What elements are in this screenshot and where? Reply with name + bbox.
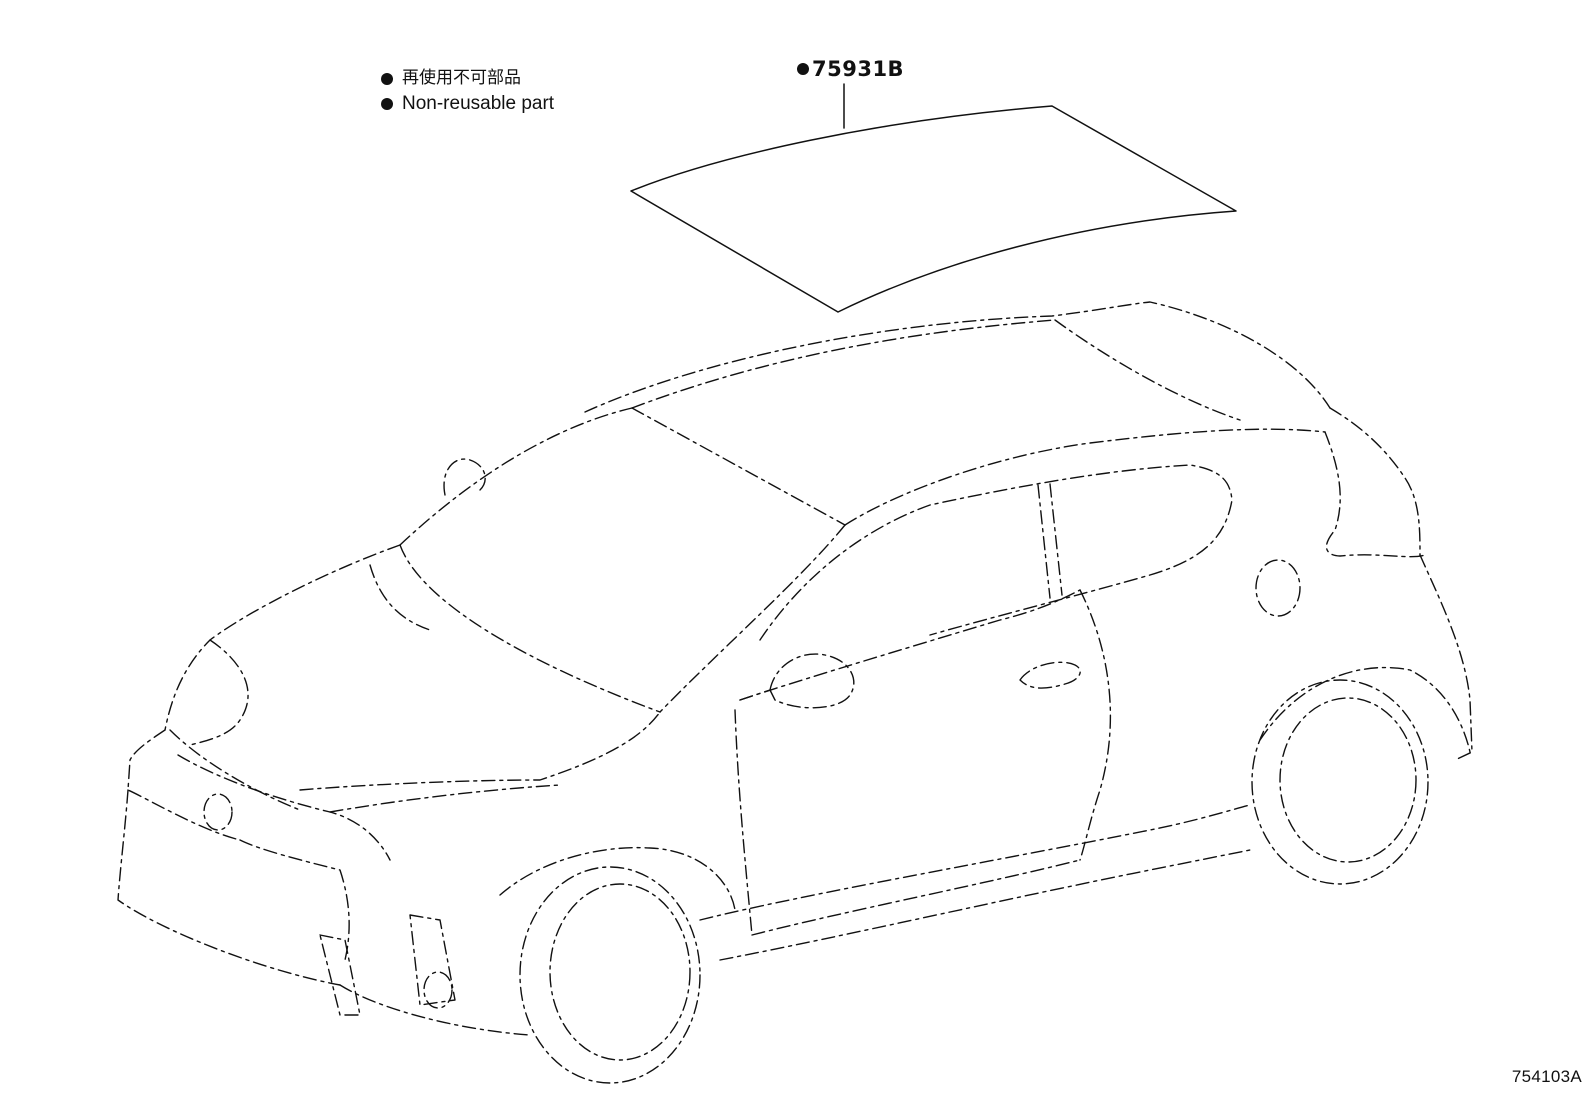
legend-label-english: Non-reusable part: [402, 93, 555, 114]
legend-row-japanese: 再使用不可部品: [381, 66, 554, 91]
non-reusable-bullet-icon: [797, 63, 809, 75]
part-number-label[interactable]: 75931B: [812, 57, 905, 81]
part-callout[interactable]: 75931B: [797, 57, 904, 81]
legend-row-english: Non-reusable part: [381, 91, 554, 116]
legend: 再使用不可部品 Non-reusable part: [381, 66, 554, 116]
roof-panel-part[interactable]: [630, 105, 1237, 313]
legend-label-japanese: 再使用不可部品: [402, 68, 521, 88]
vehicle-outline: [117, 301, 1473, 1084]
diagram-id-label: 754103A: [1511, 1067, 1582, 1086]
non-reusable-bullet-icon: [381, 72, 393, 85]
non-reusable-bullet-icon: [381, 97, 393, 110]
